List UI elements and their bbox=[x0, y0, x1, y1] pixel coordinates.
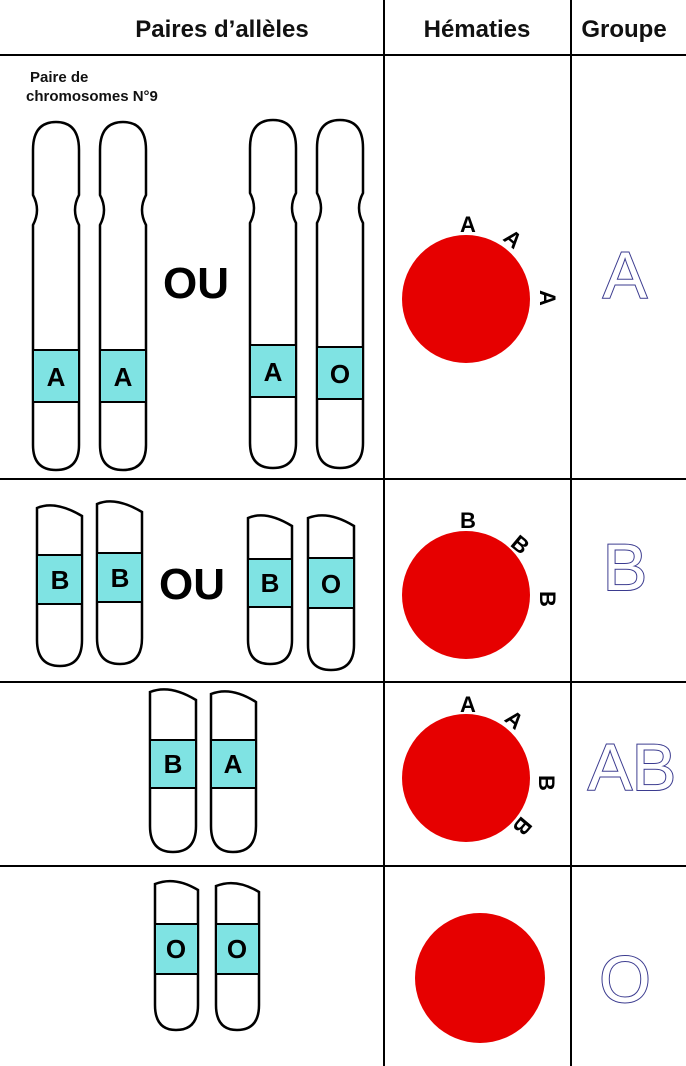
allele-label: B bbox=[51, 565, 70, 595]
row-group-ab: B A A A B B AB bbox=[148, 688, 677, 854]
chromosome-2: B bbox=[95, 500, 144, 666]
red-cell bbox=[402, 531, 530, 659]
ou-connector: OU bbox=[163, 259, 229, 308]
chromosome-1: O bbox=[153, 879, 200, 1032]
group-label-b: B bbox=[603, 530, 647, 604]
ou-connector: OU bbox=[159, 560, 225, 609]
antigen-label: A bbox=[460, 212, 476, 237]
gene-band bbox=[36, 554, 83, 605]
gene-band bbox=[149, 739, 197, 789]
red-cell bbox=[415, 913, 545, 1043]
allele-label: O bbox=[330, 359, 350, 389]
chromosome-4: O bbox=[306, 514, 356, 672]
antigen-label: A bbox=[460, 692, 476, 717]
chromosome-2: O bbox=[214, 881, 261, 1032]
gene-band bbox=[210, 739, 257, 789]
red-blood-cell-b: B B B bbox=[402, 508, 560, 659]
red-cell bbox=[402, 714, 530, 842]
gene-band bbox=[32, 349, 80, 403]
group-label-a: A bbox=[603, 238, 647, 312]
chromosome-3: A bbox=[248, 118, 298, 470]
allele-label: B bbox=[164, 749, 183, 779]
chromosome-1: B bbox=[148, 688, 198, 854]
gene-band bbox=[247, 558, 293, 608]
red-cell bbox=[402, 235, 530, 363]
chromosome-4: O bbox=[315, 118, 365, 470]
chromosome-note-line2: chromosomes N°9 bbox=[26, 88, 158, 105]
antigen-label: B bbox=[535, 591, 560, 607]
header-hematies: Hématies bbox=[424, 16, 531, 43]
header-groupe: Groupe bbox=[581, 16, 666, 43]
allele-label: O bbox=[321, 569, 341, 599]
row-group-o: O O O bbox=[153, 879, 652, 1043]
chromosome-2: A bbox=[98, 120, 148, 472]
antigen-label: B bbox=[460, 508, 476, 533]
allele-label: O bbox=[166, 934, 186, 964]
allele-label: B bbox=[111, 563, 130, 593]
row-group-b: B B OU B O B B B B bbox=[35, 500, 648, 672]
gene-band bbox=[154, 923, 199, 975]
group-label-ab: AB bbox=[588, 730, 676, 804]
chromosome-2: A bbox=[209, 690, 258, 854]
chromosome-1: A bbox=[31, 120, 81, 472]
allele-label: A bbox=[224, 749, 243, 779]
gene-band bbox=[215, 923, 260, 975]
red-blood-cell-o bbox=[415, 913, 545, 1043]
chromosome-3: B bbox=[246, 514, 294, 666]
chromosome-1: B bbox=[35, 504, 84, 668]
row-group-a: A A OU A O A A A A bbox=[31, 118, 648, 472]
red-blood-cell-a: A A A bbox=[402, 212, 560, 363]
gene-band bbox=[307, 557, 355, 609]
gene-band bbox=[99, 349, 147, 403]
allele-label: A bbox=[264, 357, 283, 387]
gene-band bbox=[316, 346, 364, 400]
allele-label: A bbox=[114, 362, 133, 392]
chromosome-note-line1: Paire de bbox=[30, 69, 88, 86]
group-label-o: O bbox=[599, 942, 650, 1016]
antigen-label: A bbox=[535, 290, 560, 306]
allele-label: O bbox=[227, 934, 247, 964]
gene-band bbox=[249, 344, 297, 398]
gene-band bbox=[96, 552, 143, 603]
allele-label: A bbox=[47, 362, 66, 392]
header-alleles: Paires d’allèles bbox=[135, 16, 308, 43]
antigen-label: B bbox=[534, 775, 559, 791]
allele-label: B bbox=[261, 568, 280, 598]
red-blood-cell-ab: A A B B bbox=[402, 692, 559, 842]
